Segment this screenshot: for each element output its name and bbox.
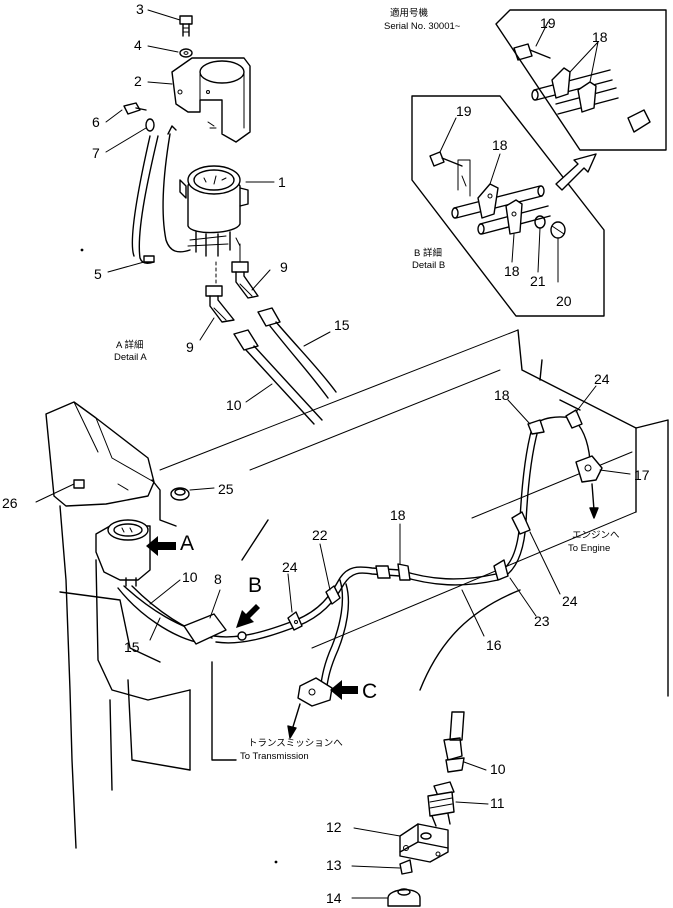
detail-a-group [123,15,337,425]
adaptor-9-upper [231,261,259,299]
clamp-24-upper [565,409,583,429]
detail-a-label-en: Detail A [114,352,147,363]
clamp-24-lower [511,511,531,535]
callout-10-main: 10 [182,569,198,585]
clamp-24-left [287,611,303,631]
detail-b-label-jp: B 詳細 [414,247,442,259]
transmission-label-jp: トランスミッションへ [248,738,343,749]
leader-lines [35,9,631,899]
text-labels: 適用号機 Serial No. 30001~ A 詳細 Detail A B 詳… [114,7,620,762]
callout-4: 4 [134,37,142,53]
callout-23: 23 [534,613,550,629]
view-arrow-c [330,680,358,700]
detail-b-label-en: Detail B [412,260,445,271]
callout-9-upper: 9 [280,259,288,275]
grommet-25 [170,487,190,501]
callout-17: 17 [634,467,650,483]
callout-numbers: 3 4 2 6 7 1 5 9 9 15 10 19 18 18 21 20 1… [2,1,650,906]
callout-2: 2 [134,73,142,89]
clamp-18-upper [527,419,545,435]
hose-15 [257,307,337,399]
callout-26: 26 [2,495,18,511]
callout-25: 25 [218,481,234,497]
callout-18-upper: 18 [494,387,510,403]
callout-16: 16 [486,637,502,653]
callout-3: 3 [136,1,144,17]
callout-22: 22 [312,527,328,543]
clamp-23 [493,559,509,581]
view-label-a: A [180,532,194,555]
sheet-8 [183,613,227,645]
callout-6: 6 [92,114,100,130]
callout-18-main: 18 [390,507,406,523]
view-label-c: C [362,680,377,703]
washer-4 [179,48,193,58]
hose-15-main [117,587,197,643]
callout-14: 14 [326,890,342,906]
callout-10-detail: 10 [226,397,242,413]
adaptor-9-lower [205,285,235,323]
callout-24-lower: 24 [562,593,578,609]
wire-harness-5 [131,125,191,264]
view-arrow-b [236,604,260,628]
fitting-c [287,677,333,739]
callout-8: 8 [214,571,222,587]
transmission-label-en: To Transmission [240,751,309,762]
callout-11: 11 [490,795,505,811]
callout-15-detail: 15 [334,317,350,333]
callout-19-serial: 19 [540,15,556,31]
label-26-mark [73,479,85,489]
serial-label-en: Serial No. 30001~ [384,21,461,32]
clamp-18-b1 [477,183,499,219]
view-label-b: B [248,574,262,597]
callout-18-serial: 18 [592,29,608,45]
callout-24-left: 24 [282,559,298,575]
callout-19-detail-b: 19 [456,103,472,119]
callout-18-detail-b-top: 18 [492,137,508,153]
callout-5: 5 [94,266,102,282]
reservoir-main [95,519,151,587]
serial-label-jp: 適用号機 [390,7,429,19]
washer-7 [145,118,155,132]
clamp-22 [325,585,341,605]
callout-18-detail-b-bottom: 18 [504,263,520,279]
detail-b-group [411,9,667,317]
bolt-6 [123,102,147,115]
callout-15-main: 15 [124,639,140,655]
clamp-18-main-left [375,565,391,579]
engine-label-jp: エンジンへ [572,530,620,541]
clamp-18-main-mid [397,563,411,581]
bolt-3 [179,15,193,37]
hose-10-detail [233,329,323,425]
callout-1: 1 [278,174,286,190]
clamp-b-point [237,631,247,641]
machine-body [45,329,669,849]
serial-frame [495,9,667,151]
clamp-18-b2 [505,199,523,235]
callout-24-upper: 24 [594,371,610,387]
engine-label-en: To Engine [568,543,610,554]
detail-b-frame [411,95,605,317]
callout-13: 13 [326,857,342,873]
callout-10-detail-c: 10 [490,761,506,777]
arrow-serial [555,153,597,191]
washer-21 [534,215,546,229]
callout-7: 7 [92,145,100,161]
sender-17 [575,455,603,519]
callout-20: 20 [556,293,572,309]
callout-9-lower: 9 [186,339,194,355]
callout-21: 21 [530,273,546,289]
bracket-2 [171,57,251,143]
view-arrow-a [146,536,176,556]
detail-a-label-jp: A 詳細 [116,339,143,351]
callout-12: 12 [326,819,342,835]
reservoir-1 [179,165,249,263]
detail-c-group [387,711,465,907]
